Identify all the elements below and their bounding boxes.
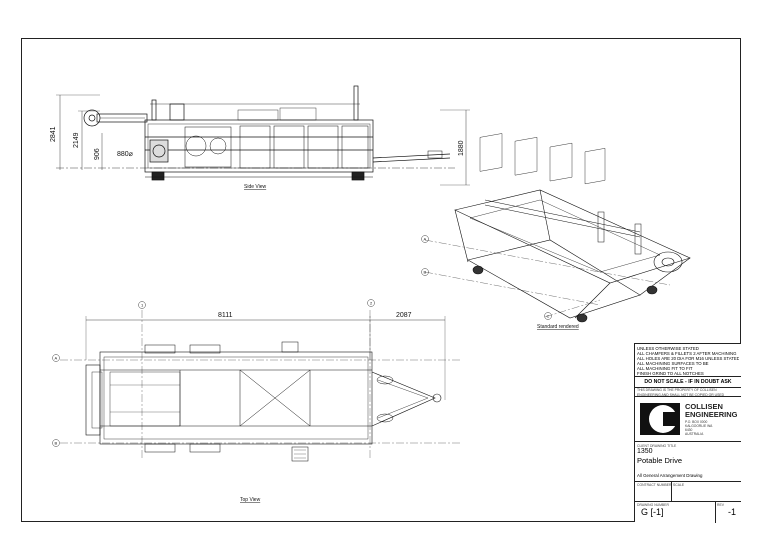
revision-divider [715,502,716,523]
side-view-caption: Side View [244,184,267,190]
drawing-sheet-border [21,38,741,522]
company-logo-area: COLLISEN ENGINEERING P.O. BOX 0000 KALGO… [635,397,741,442]
drawing-name: Potable Drive [637,456,683,465]
title-label: CLIENT DRAWING TITLE [637,444,677,448]
note-line: ALL CHAMFERS & FILLETS 2 AFTER MACHINING [637,351,737,356]
address-line: P.O. BOX 0000 [685,420,708,424]
isometric-view [421,133,691,323]
note-line: UNLESS OTHERWISE STATED [637,346,699,351]
iso-grid-c: C [547,314,550,319]
revision-label: REV [717,503,724,507]
company-name-line1: COLLISEN [685,402,723,411]
scale-warning: DO NOT SCALE - IF IN DOUBT ASK [635,377,741,388]
dim-880: 880⌀ [117,151,133,158]
top-grid-2: 2 [370,301,373,306]
top-view [52,299,460,462]
iso-grid-a: A [424,237,427,242]
revision: -1 [727,507,736,517]
top-grid-b: B [55,441,58,446]
drawing-title-area: CLIENT DRAWING TITLE 1350 Potable Drive … [635,442,741,482]
note-line: FINISH GRIND TO ALL NOTCHES [637,371,704,376]
drawing-number-short: 1350 [637,448,653,455]
side-view [56,85,470,186]
address-line: KALGOORLIE WA [685,424,713,428]
dim-2841: 2841 [50,126,57,142]
iso-grid-b: B [424,270,427,275]
dim-906: 906 [94,148,101,160]
dim-8111: 8111 [218,312,233,319]
address-line: 6430 [685,428,693,432]
contract-row: CONTRACT NUMBER SCALE [635,482,741,502]
dim-1880: 1880 [458,140,465,156]
general-notes: UNLESS OTHERWISE STATED ALL CHAMFERS & F… [635,344,741,377]
note-line: ALL MACHINING SURFACES TO BE [637,361,709,366]
contract-label: CONTRACT NUMBER [637,483,672,487]
scale-label: SCALE [673,483,685,487]
dim-2087: 2087 [396,312,412,319]
rendered-view-caption: Standard rendered [537,324,579,330]
drawing-number-label: DRAWING NUMBER [637,503,669,507]
note-line: ALL MACHINING FIT TO FIT [637,366,693,371]
top-grid-a: A [55,356,58,361]
top-view-caption: Top View [240,497,261,503]
company-name-line2: ENGINEERING [685,410,738,419]
company-address: P.O. BOX 0000 KALGOORLIE WA 6430 AUSTRAL… [685,420,712,436]
drawing-number: G [-1] [641,507,664,517]
company-logo-icon [640,403,680,435]
company-name: COLLISEN ENGINEERING [685,403,738,419]
contract-divider [671,482,672,501]
address-line: AUSTRALIA [685,432,704,436]
drawing-subtitle: All General Arrangement Drawing [637,473,703,478]
top-grid-1: 1 [141,303,144,308]
property-notice: THIS DRAWING IS THE PROPERTY OF COLLISEN… [635,388,741,397]
title-block: UNLESS OTHERWISE STATED ALL CHAMFERS & F… [634,343,741,523]
note-line: ALL HOLES ARE 20 DIA FOR M16 UNLESS STAT… [637,356,739,361]
dim-2149: 2149 [73,132,80,148]
drawing-number-row: DRAWING NUMBER G [-1] REV -1 [635,502,741,523]
